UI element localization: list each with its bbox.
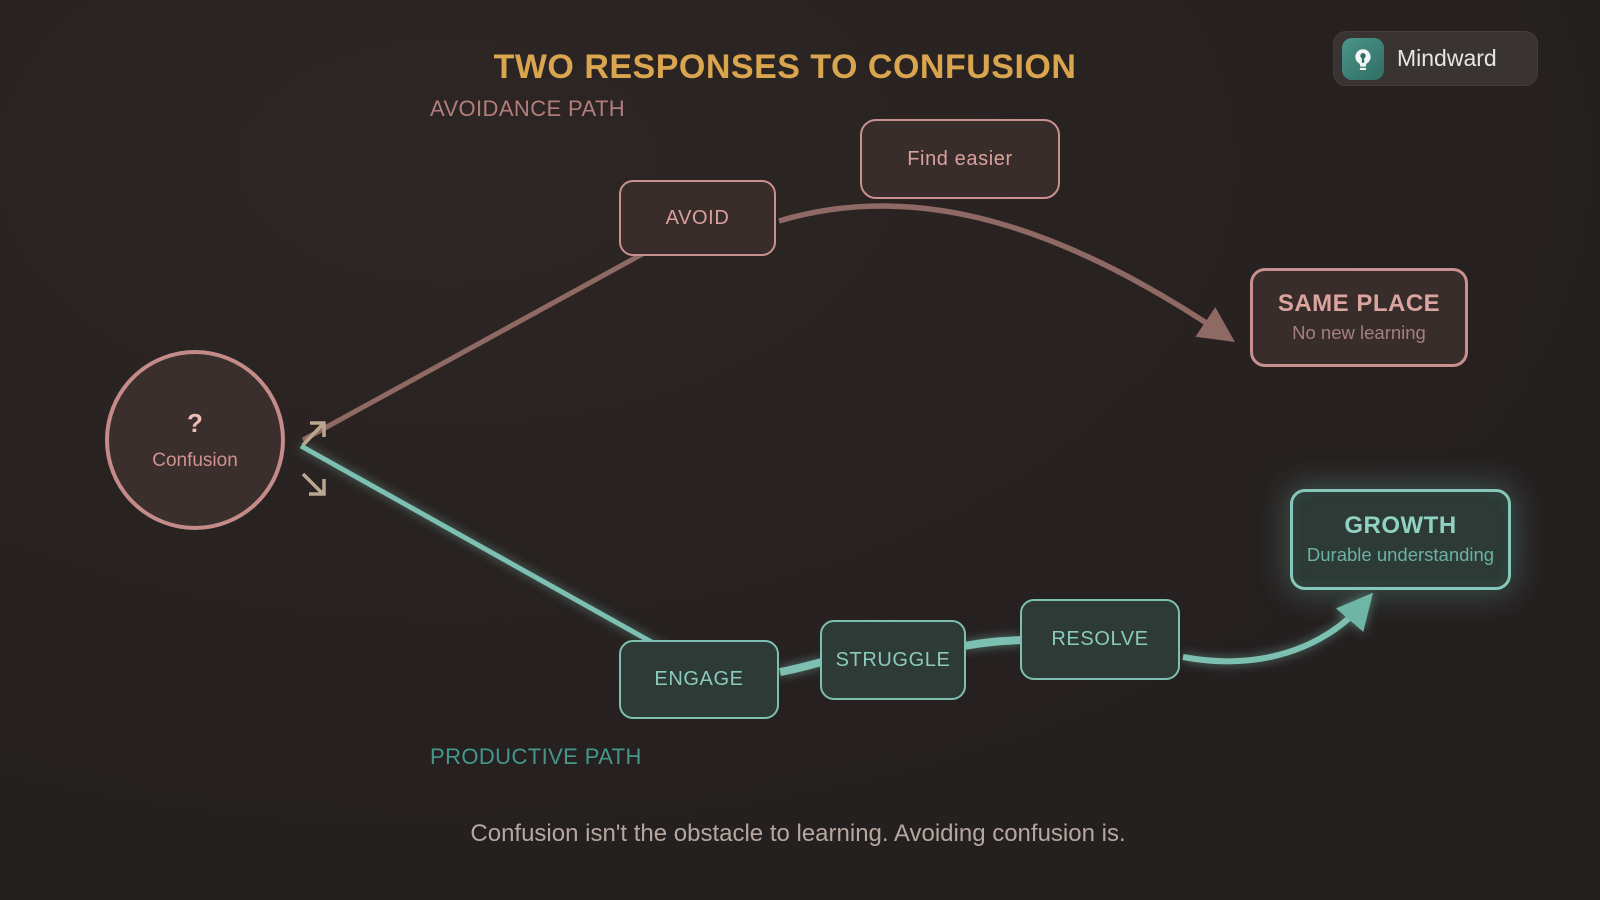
edge-confusion-to-avoid	[301, 249, 648, 443]
confusion-node: ? Confusion	[105, 350, 285, 530]
footer-caption: Confusion isn't the obstacle to learning…	[470, 820, 1126, 847]
same-place-node: SAME PLACE No new learning	[1250, 268, 1468, 367]
avoid-node: AVOID	[619, 180, 776, 256]
avoidance-path-label: AVOIDANCE PATH	[430, 96, 626, 121]
find-easier-node: Find easier	[860, 119, 1060, 199]
struggle-label: STRUGGLE	[835, 648, 951, 671]
avoid-label: AVOID	[665, 206, 730, 229]
engage-node: ENGAGE	[619, 640, 779, 719]
brand-name: Mindward	[1397, 45, 1497, 71]
brand-badge: Mindward	[1333, 31, 1538, 86]
engage-label: ENGAGE	[654, 668, 744, 690]
growth-title: GROWTH	[1344, 512, 1457, 540]
edge-confusion-to-engage	[299, 443, 666, 652]
confusion-label: Confusion	[152, 450, 238, 471]
lightbulb-glyph	[1355, 48, 1371, 70]
arrow-up-right-icon	[301, 421, 326, 447]
find-easier-label: Find easier	[907, 147, 1013, 170]
question-mark-icon: ?	[187, 408, 203, 438]
struggle-node: STRUGGLE	[820, 620, 966, 700]
edge-resolve-to-growth-arrow	[1182, 592, 1374, 665]
growth-node: GROWTH Durable understanding	[1290, 489, 1511, 590]
edge-struggle-to-resolve	[963, 636, 1022, 650]
edge-avoid-to-sameplace-arrow	[778, 203, 1235, 343]
fork-arrows	[301, 421, 326, 496]
productive-path-label: PRODUCTIVE PATH	[430, 744, 642, 769]
same-place-title: SAME PLACE	[1277, 290, 1441, 318]
arrow-down-right-icon	[301, 472, 326, 496]
same-place-subtitle: No new learning	[1292, 322, 1426, 344]
growth-subtitle: Durable understanding	[1306, 544, 1495, 566]
resolve-label: RESOLVE	[1051, 628, 1149, 650]
page-title: TWO RESPONSES TO CONFUSION	[493, 48, 1077, 86]
edge-engage-to-struggle	[779, 658, 823, 676]
resolve-node: RESOLVE	[1020, 599, 1180, 680]
lightbulb-icon	[1342, 37, 1384, 80]
